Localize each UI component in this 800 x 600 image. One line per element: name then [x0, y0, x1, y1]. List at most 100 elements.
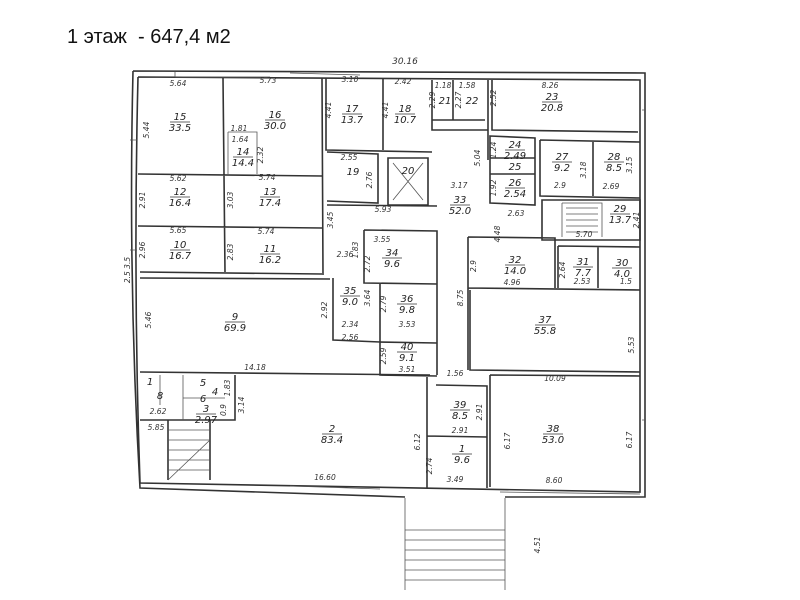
room-number: 4 — [212, 387, 218, 398]
dimension-label: 2.59 — [379, 347, 388, 364]
room-area: 2.49 — [504, 151, 526, 162]
dimension-label: 2.29 — [428, 91, 437, 108]
room-1: 1 — [147, 377, 153, 388]
dimension-label: 2.91 — [452, 426, 469, 435]
dimension-label: 2.34 — [342, 320, 359, 329]
room-area: 8.5 — [606, 163, 622, 174]
dimension-label: 4.48 — [493, 225, 502, 242]
dimension-label: 0.9 — [219, 404, 228, 416]
dimension-label: 5.44 — [142, 121, 151, 138]
room-number: 5 — [200, 378, 206, 389]
room-number: 1 — [459, 444, 465, 455]
dimension-label: 2.55 — [341, 153, 358, 162]
room-area: 83.4 — [321, 435, 343, 446]
dimension-label: 2.83 — [226, 243, 235, 260]
dimension-label: 1.56 — [447, 369, 464, 378]
room-24: 242.49 — [504, 140, 526, 162]
room-9: 969.9 — [224, 312, 246, 334]
dimension-label: 5.62 — [170, 174, 187, 183]
dimension-label: 2.91 — [138, 192, 147, 209]
room-area: 16.7 — [169, 251, 192, 262]
dimension-label: 4.96 — [504, 278, 521, 287]
dimension-label: 3.14 — [237, 396, 246, 413]
dimension-label: 1.18 — [435, 81, 452, 90]
dimension-label: 8.26 — [542, 81, 559, 90]
room-number: 18 — [399, 104, 412, 115]
room-area: 14.0 — [504, 266, 526, 277]
dimension-label: 5.73 — [260, 76, 277, 85]
room-number: 9 — [232, 312, 238, 323]
dimension-label: 3.64 — [363, 289, 372, 306]
room-number: 19 — [347, 167, 360, 178]
dimension-label: 2.9 — [469, 260, 478, 272]
room-area: 9.6 — [384, 259, 400, 270]
dimension-label: 1.83 — [223, 379, 232, 396]
room-area: 53.0 — [542, 435, 564, 446]
dimension-label: 16.60 — [314, 473, 336, 482]
room-area: 9.6 — [454, 455, 470, 466]
room-area: 69.9 — [224, 323, 246, 334]
room-8: 8 — [157, 391, 163, 402]
overall-width-dimension: 30.16 — [392, 57, 418, 67]
room-27: 279.2 — [552, 152, 572, 174]
room-area: 9.0 — [342, 297, 358, 308]
room-number: 6 — [200, 394, 206, 405]
dimension-label: 5.53 — [627, 336, 636, 353]
dimension-label: 6.17 — [625, 431, 634, 448]
room-number: 15 — [174, 112, 187, 123]
dimension-label: 4.41 — [324, 102, 333, 119]
room-36: 369.8 — [397, 294, 417, 316]
dimension-label: 4.51 — [533, 537, 542, 554]
room-area: 7.7 — [575, 268, 592, 279]
room-31: 317.7 — [573, 257, 593, 279]
room-area: 17.4 — [259, 198, 281, 209]
room-5: 5 — [200, 378, 206, 389]
room-number: 20 — [402, 166, 415, 177]
room-number: 31 — [577, 257, 590, 268]
room-number: 23 — [546, 92, 559, 103]
room-number: 8 — [157, 391, 163, 402]
room-4: 4 — [212, 387, 218, 398]
room-number: 17 — [346, 104, 359, 115]
room-area: 9.8 — [399, 305, 415, 316]
dimension-label: 2.52 — [489, 89, 498, 106]
dimension-label: 2.74 — [425, 457, 434, 474]
room-number: 16 — [269, 110, 282, 121]
dimension-label: 2.96 — [138, 241, 147, 258]
room-number: 28 — [608, 152, 621, 163]
room-labels: 1533.51630.01713.71810.71414.41216.41317… — [147, 92, 632, 466]
room-21: 21 — [439, 96, 452, 107]
room-number: 35 — [344, 286, 357, 297]
room-number: 29 — [614, 204, 627, 215]
room-2: 283.4 — [321, 424, 343, 446]
room-area: 9.1 — [399, 353, 415, 364]
room-20: 20 — [402, 166, 415, 177]
room-number: 14 — [237, 147, 250, 158]
room-number: 30 — [616, 258, 629, 269]
dimension-label: 2.32 — [256, 146, 265, 163]
dimension-label: 3.03 — [226, 191, 235, 208]
room-number: 25 — [509, 162, 522, 173]
dimension-label: 3.53 — [399, 320, 416, 329]
dimension-label: 5.70 — [576, 230, 593, 239]
dimension-label: 5.04 — [473, 149, 482, 166]
dimension-label: 3.49 — [447, 475, 464, 484]
dimension-label: 3.45 — [326, 211, 335, 228]
room-number: 27 — [556, 152, 569, 163]
dimension-label: 10.09 — [544, 374, 566, 383]
room-40: 409.1 — [397, 342, 417, 364]
room-area: 13.7 — [341, 115, 364, 126]
dimension-label: 1.58 — [459, 81, 476, 90]
dimension-label: 5.74 — [258, 227, 275, 236]
